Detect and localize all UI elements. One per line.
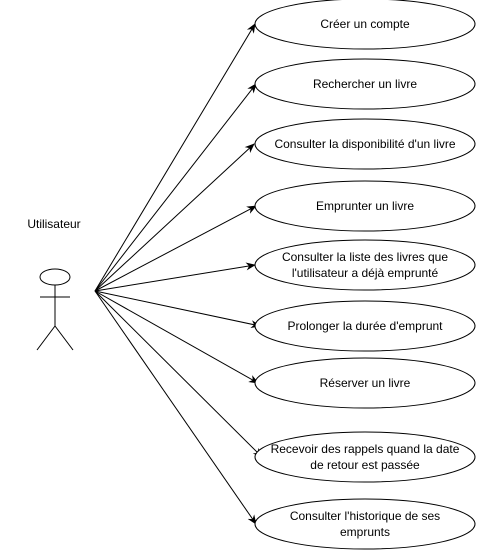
use-case-ellipse[interactable] (254, 180, 476, 232)
association-arrow (94, 290, 257, 525)
use-case-label: Réserver un livre (319, 376, 411, 390)
association-arrow (94, 290, 259, 384)
use-case-ellipse[interactable] (254, 431, 476, 483)
use-case-ellipse[interactable] (254, 498, 476, 550)
use-case-label: Consulter l'historique de ses emprunts (289, 509, 441, 539)
use-case-label: Prolonger la durée d'emprunt (287, 319, 443, 333)
association-arrow (94, 143, 255, 292)
use-case-ellipse[interactable] (254, 0, 476, 50)
use-case-ellipse[interactable] (254, 300, 476, 352)
use-case-ellipse[interactable] (254, 239, 476, 291)
association-arrow (94, 205, 257, 292)
use-case-ellipse[interactable] (254, 118, 476, 170)
association-arrow (94, 83, 257, 292)
use-case-label: Consulter la liste des livres que l'util… (281, 250, 449, 280)
actor-right-leg (54, 325, 74, 351)
actor-head (39, 268, 71, 286)
association-arrow (94, 262, 256, 292)
actor-label: Utilisateur (27, 217, 81, 231)
actor-figure (36, 268, 74, 351)
association-arrow (94, 23, 256, 292)
association-arrow (94, 290, 263, 458)
use-case-ellipse[interactable] (254, 357, 476, 409)
associations (94, 23, 263, 525)
use-case-label: Créer un compte (320, 17, 410, 31)
use-case-ellipse[interactable] (254, 58, 476, 110)
use-case-label: Rechercher un livre (312, 77, 418, 91)
actor-left-leg (36, 325, 56, 351)
use-case-ellipses (254, 0, 476, 550)
use-case-label: Emprunter un livre (315, 199, 415, 213)
use-case-label: Consulter la disponibilité d'un livre (274, 137, 456, 151)
use-case-label: Recevoir des rappels quand la date de re… (270, 442, 460, 472)
association-arrow (94, 290, 261, 329)
